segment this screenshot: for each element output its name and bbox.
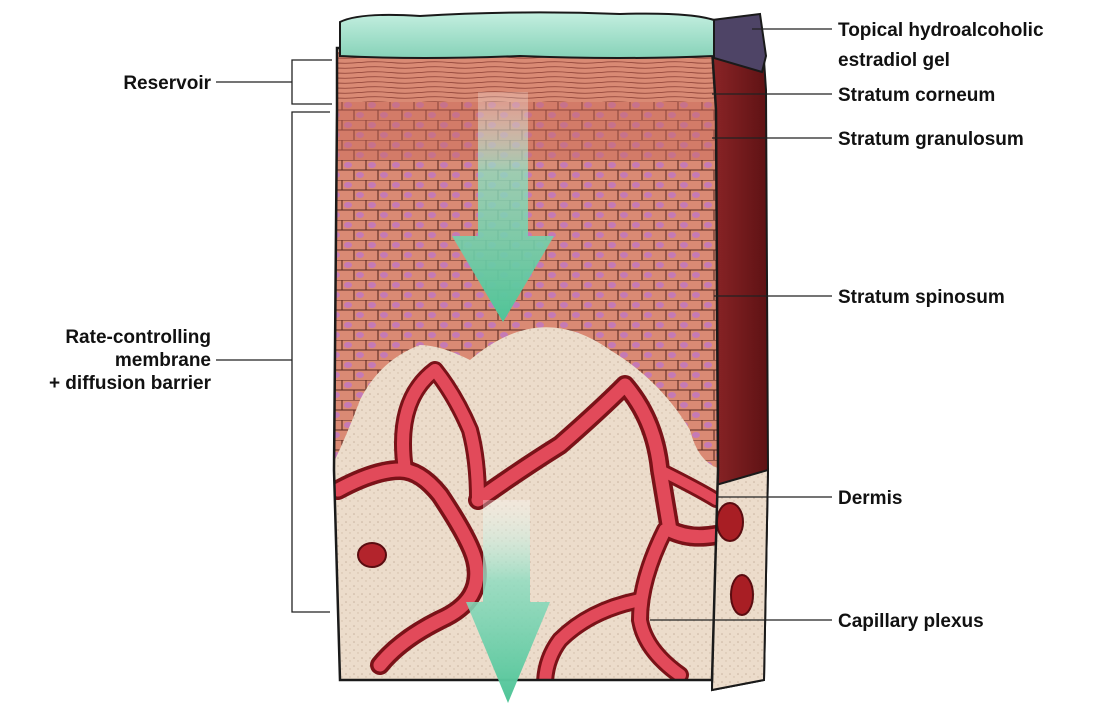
capillary-cross-section-right-2 — [731, 575, 753, 615]
bracket-rate-controlling — [216, 112, 330, 612]
label-gel-line1: Topical hydroalcoholic — [838, 20, 1044, 41]
stratum-granulosum-layer — [330, 100, 730, 160]
capillary-cross-section-front — [358, 543, 386, 567]
label-rate-controlling-line3: + diffusion barrier — [49, 373, 212, 394]
bracket-reservoir — [216, 60, 332, 104]
label-reservoir: Reservoir — [123, 73, 211, 94]
label-rate-controlling-line2: membrane — [115, 350, 211, 371]
label-dermis: Dermis — [838, 488, 902, 509]
label-rate-controlling-line1: Rate-controlling — [65, 327, 211, 348]
label-gel-line2: estradiol gel — [838, 50, 950, 71]
label-stratum-granulosum: Stratum granulosum — [838, 129, 1024, 150]
label-capillary-plexus: Capillary plexus — [838, 611, 984, 632]
capillary-cross-section-right-1 — [717, 503, 743, 541]
label-stratum-corneum: Stratum corneum — [838, 85, 995, 106]
gel-layer — [340, 12, 714, 58]
label-stratum-spinosum: Stratum spinosum — [838, 287, 1005, 308]
stratum-corneum-layer — [330, 52, 730, 102]
